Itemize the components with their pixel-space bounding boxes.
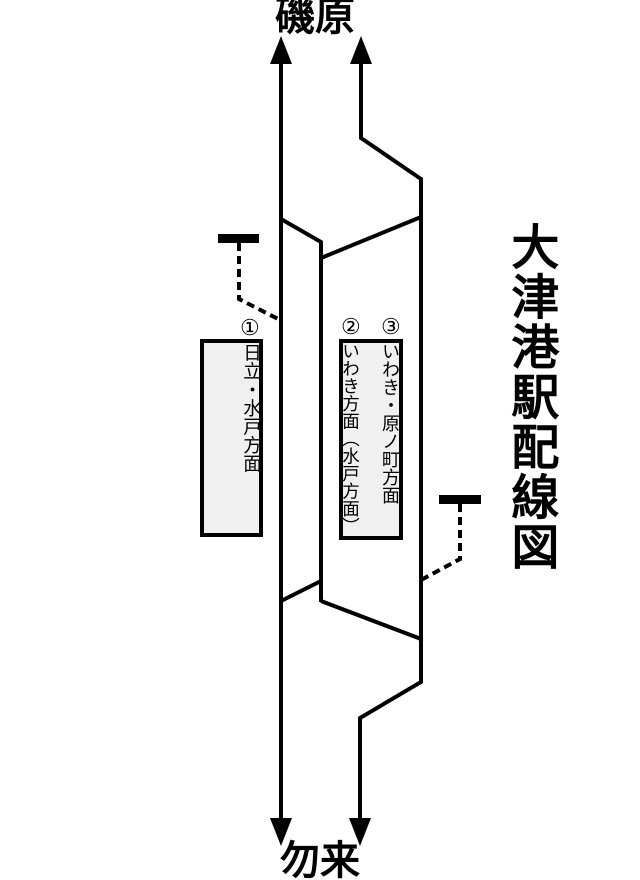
middle-siding-line bbox=[280, 217, 323, 602]
crossover-bottom bbox=[280, 579, 322, 603]
platform-1 bbox=[200, 339, 263, 537]
track-link-top bbox=[320, 215, 422, 260]
platform-1-number: ① bbox=[240, 315, 260, 340]
secondary-track-line bbox=[358, 52, 423, 830]
down-arrow-icon bbox=[270, 818, 292, 846]
platform-3-direction: いわき・原ノ町方面 bbox=[380, 342, 400, 504]
platform-2-direction: いわき方面（水戸方面） bbox=[340, 342, 361, 535]
up-arrow-icon bbox=[350, 36, 372, 64]
signal-lead-dashed-line bbox=[420, 504, 462, 582]
down-arrow-icon bbox=[349, 818, 371, 846]
platform-3-number: ③ bbox=[381, 314, 401, 339]
bottom-station-label: 勿来 bbox=[280, 839, 360, 880]
signal-icon bbox=[218, 234, 259, 243]
platform-2-number: ② bbox=[341, 314, 361, 339]
platform-1-direction: 日立・水戸方面 bbox=[241, 343, 263, 473]
signal-lead-dashed-line bbox=[237, 243, 283, 323]
signal-icon bbox=[439, 495, 481, 504]
platform-2-3 bbox=[339, 339, 403, 540]
track-link-bottom bbox=[320, 599, 422, 641]
up-arrow-icon bbox=[270, 36, 292, 64]
diagram-title: 大津港駅配線図 bbox=[503, 222, 557, 572]
top-station-label: 磯原 bbox=[275, 0, 355, 39]
